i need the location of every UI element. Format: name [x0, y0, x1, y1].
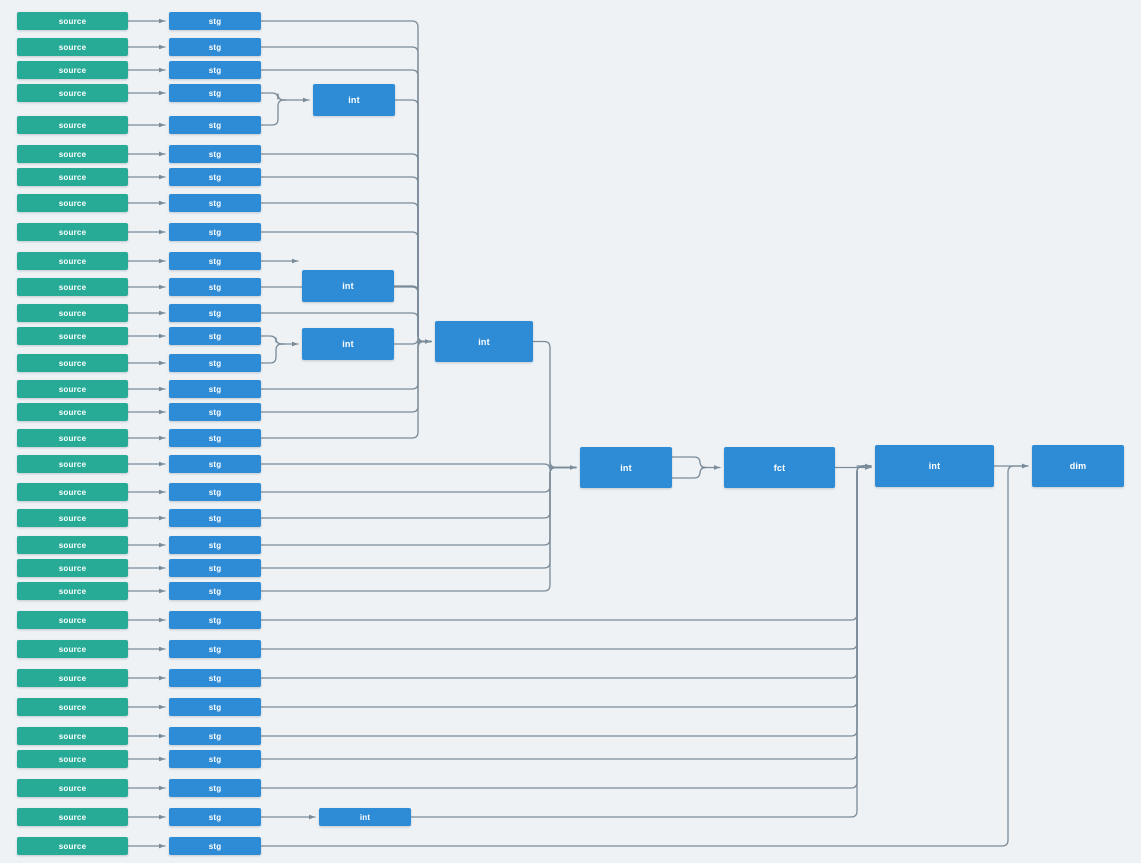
node-stg-stg1[interactable]: stg: [169, 12, 261, 30]
node-source-src22[interactable]: source: [17, 559, 128, 577]
node-source-src18[interactable]: source: [17, 455, 128, 473]
node-stg-stg27[interactable]: stg: [169, 698, 261, 716]
node-int-int6[interactable]: int: [875, 445, 994, 487]
node-source-src10[interactable]: source: [17, 252, 128, 270]
node-source-src31[interactable]: source: [17, 808, 128, 826]
edge-path: [260, 335, 285, 345]
node-source-src17[interactable]: source: [17, 429, 128, 447]
node-int-int3[interactable]: int: [302, 328, 394, 360]
edge-path: [260, 343, 285, 364]
node-stg-stg6[interactable]: stg: [169, 145, 261, 163]
node-dim-dim1[interactable]: dim: [1032, 445, 1124, 487]
node-stg-stg26[interactable]: stg: [169, 669, 261, 687]
node-stg-stg4[interactable]: stg: [169, 84, 261, 102]
node-stg-stg22[interactable]: stg: [169, 559, 261, 577]
node-stg-stg8[interactable]: stg: [169, 194, 261, 212]
node-stg-stg7[interactable]: stg: [169, 168, 261, 186]
node-stg-stg10[interactable]: stg: [169, 252, 261, 270]
edge-path: [393, 337, 432, 349]
node-source-src5[interactable]: source: [17, 116, 128, 134]
edge-path: [260, 460, 577, 471]
edge-path: [671, 466, 707, 479]
node-source-src14[interactable]: source: [17, 354, 128, 372]
node-int-int5[interactable]: int: [580, 447, 672, 488]
node-stg-stg29[interactable]: stg: [169, 750, 261, 768]
edge-path: [260, 465, 872, 650]
node-int-int2[interactable]: int: [302, 270, 394, 302]
edge-path: [260, 465, 872, 679]
node-stg-stg5[interactable]: stg: [169, 116, 261, 134]
node-source-src29[interactable]: source: [17, 750, 128, 768]
node-stg-stg3[interactable]: stg: [169, 61, 261, 79]
edge-path: [260, 466, 577, 519]
node-stg-stg23[interactable]: stg: [169, 582, 261, 600]
node-source-src26[interactable]: source: [17, 669, 128, 687]
edge-path: [260, 465, 872, 621]
node-source-src16[interactable]: source: [17, 403, 128, 421]
node-source-src15[interactable]: source: [17, 380, 128, 398]
node-stg-stg28[interactable]: stg: [169, 727, 261, 745]
edge-path: [671, 456, 707, 469]
node-stg-stg18[interactable]: stg: [169, 455, 261, 473]
node-stg-stg19[interactable]: stg: [169, 483, 261, 501]
node-stg-stg24[interactable]: stg: [169, 611, 261, 629]
edge-path: [394, 99, 432, 343]
node-source-src9[interactable]: source: [17, 223, 128, 241]
node-fct-fct1[interactable]: fct: [724, 447, 835, 488]
node-source-src1[interactable]: source: [17, 12, 128, 30]
node-stg-stg2[interactable]: stg: [169, 38, 261, 56]
node-stg-stg14[interactable]: stg: [169, 354, 261, 372]
node-stg-stg13[interactable]: stg: [169, 327, 261, 345]
node-source-src6[interactable]: source: [17, 145, 128, 163]
node-source-src30[interactable]: source: [17, 779, 128, 797]
node-source-src32[interactable]: source: [17, 837, 128, 855]
node-source-src8[interactable]: source: [17, 194, 128, 212]
node-source-src13[interactable]: source: [17, 327, 128, 345]
node-stg-stg30[interactable]: stg: [169, 779, 261, 797]
node-source-src12[interactable]: source: [17, 304, 128, 322]
node-source-src7[interactable]: source: [17, 168, 128, 186]
node-stg-stg17[interactable]: stg: [169, 429, 261, 447]
node-int-int1[interactable]: int: [313, 84, 395, 116]
node-source-src4[interactable]: source: [17, 84, 128, 102]
edge-path: [532, 340, 577, 469]
node-stg-stg9[interactable]: stg: [169, 223, 261, 241]
node-source-src11[interactable]: source: [17, 278, 128, 296]
node-stg-stg21[interactable]: stg: [169, 536, 261, 554]
node-source-src28[interactable]: source: [17, 727, 128, 745]
node-int-int4[interactable]: int: [435, 321, 533, 362]
node-source-src25[interactable]: source: [17, 640, 128, 658]
edge-path: [260, 99, 287, 126]
node-int-int7[interactable]: int: [319, 808, 411, 826]
node-stg-stg31[interactable]: stg: [169, 808, 261, 826]
node-stg-stg32[interactable]: stg: [169, 837, 261, 855]
node-source-src2[interactable]: source: [17, 38, 128, 56]
node-stg-stg15[interactable]: stg: [169, 380, 261, 398]
edge-path: [260, 92, 287, 101]
node-stg-stg11[interactable]: stg: [169, 278, 261, 296]
edge-path: [260, 463, 1029, 847]
node-source-src19[interactable]: source: [17, 483, 128, 501]
node-source-src23[interactable]: source: [17, 582, 128, 600]
node-source-src3[interactable]: source: [17, 61, 128, 79]
node-stg-stg20[interactable]: stg: [169, 509, 261, 527]
edge-path: [260, 465, 872, 737]
edge-path: [260, 466, 577, 592]
edge-path: [260, 465, 872, 789]
node-stg-stg12[interactable]: stg: [169, 304, 261, 322]
edge-path: [260, 465, 872, 760]
edge-path: [260, 176, 432, 343]
edge-path: [393, 285, 432, 343]
node-source-src24[interactable]: source: [17, 611, 128, 629]
node-source-src20[interactable]: source: [17, 509, 128, 527]
edge-path: [260, 466, 577, 493]
node-source-src21[interactable]: source: [17, 536, 128, 554]
edge-path: [260, 466, 577, 546]
node-stg-stg16[interactable]: stg: [169, 403, 261, 421]
edge-path: [260, 465, 872, 708]
node-stg-stg25[interactable]: stg: [169, 640, 261, 658]
node-source-src27[interactable]: source: [17, 698, 128, 716]
